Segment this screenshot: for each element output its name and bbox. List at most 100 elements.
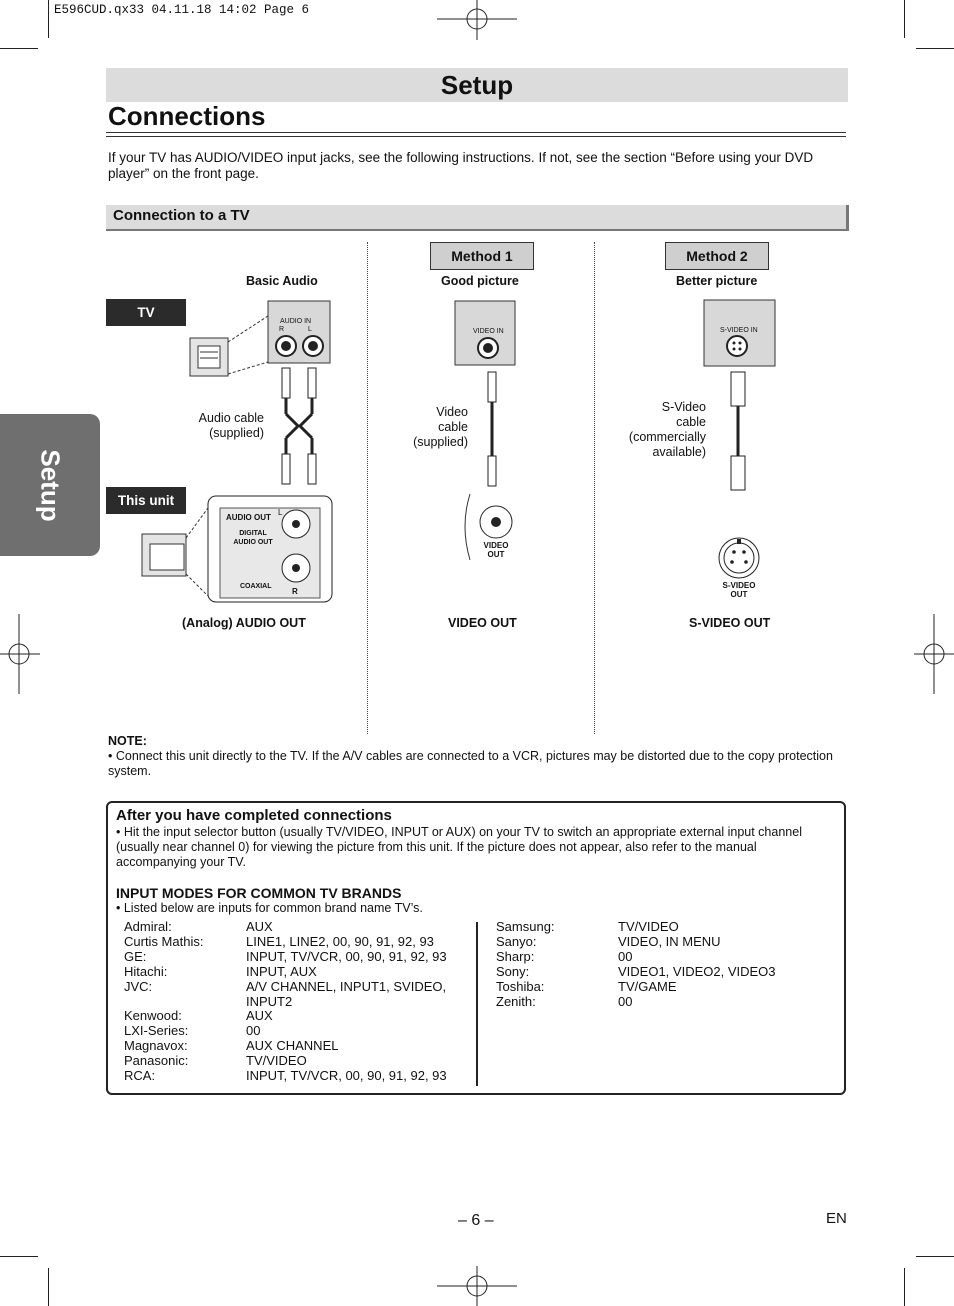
brand-input: LINE1, LINE2, 00, 90, 91, 92, 93	[246, 934, 434, 949]
audio-in-l-label: L	[308, 326, 312, 333]
tv-label: TV	[106, 299, 186, 326]
coaxial-label: COAXIAL	[240, 583, 272, 590]
brand-column-divider	[476, 922, 478, 1086]
method1-badge: Method 1	[430, 242, 534, 270]
brand-name: Sanyo:	[496, 934, 537, 949]
section-title: Connections	[108, 101, 266, 131]
audio-connection-diagram	[141, 300, 333, 603]
column-divider	[367, 242, 368, 734]
brand-row: GE: INPUT, TV/VCR, 00, 90, 91, 92, 93	[124, 949, 447, 964]
column-divider	[594, 242, 595, 734]
brand-name: RCA:	[124, 1068, 156, 1083]
crop-mark	[916, 48, 954, 49]
video-connection-diagram	[454, 300, 516, 561]
video-out-jack-label: VIDEO OUT	[483, 541, 509, 559]
brand-name: Hitachi:	[124, 964, 168, 979]
audio-cable-label: Audio cable (supplied)	[198, 411, 264, 440]
brand-input: AUX	[246, 919, 273, 934]
svideo-out-jack-label: S-VIDEO OUT	[722, 581, 756, 599]
input-modes-text: • Listed below are inputs for common bra…	[116, 901, 423, 915]
brand-name: Sony:	[496, 964, 530, 979]
brand-name	[124, 994, 246, 1009]
brand-name: JVC:	[124, 979, 153, 994]
crop-mark	[916, 1256, 954, 1257]
brand-row: Toshiba:TV/GAME	[496, 979, 677, 994]
brand-row: Admiral:AUX	[124, 919, 273, 934]
svideo-cable-label: S-Video cable (commercially available)	[628, 400, 706, 459]
brand-row: Magnavox: AUX CHANNEL	[124, 1038, 338, 1053]
side-tab-label-wrap: Setup	[0, 414, 100, 556]
brand-name: Kenwood:	[124, 1008, 182, 1023]
brand-row: Zenith:00	[496, 994, 632, 1009]
after-heading: After you have completed connections	[116, 807, 392, 824]
svideo-connection-diagram	[703, 299, 776, 579]
brand-input: A/V CHANNEL, INPUT1, SVIDEO,	[246, 979, 447, 994]
crop-mark	[48, 1268, 49, 1306]
brand-input: INPUT2	[246, 994, 293, 1009]
intro-text: If your TV has AUDIO/VIDEO input jacks, …	[108, 150, 814, 181]
brand-input: AUX CHANNEL	[246, 1038, 339, 1053]
brand-name: Curtis Mathis:	[124, 934, 204, 949]
registration-mark-icon	[437, 0, 517, 40]
page-number: – 6 –	[458, 1212, 494, 1229]
svideo-out-label: S-VIDEO OUT	[689, 616, 771, 630]
brand-input: TV/VIDEO	[246, 1053, 307, 1068]
brand-name: LXI-Series:	[124, 1023, 189, 1038]
brand-name: Panasonic:	[124, 1053, 189, 1068]
brand-input: INPUT, AUX	[246, 964, 317, 979]
brand-name: Magnavox:	[124, 1038, 188, 1053]
after-connections-box	[106, 801, 846, 1095]
brand-input: INPUT, TV/VCR, 00, 90, 91, 92, 93	[246, 1068, 447, 1083]
brand-name: Samsung:	[496, 919, 555, 934]
note-text: • Connect this unit directly to the TV. …	[108, 749, 833, 778]
brand-row: Sanyo:VIDEO, IN MENU	[496, 934, 721, 949]
basic-audio-label: Basic Audio	[246, 274, 318, 288]
side-tab	[0, 414, 100, 556]
registration-mark-icon	[437, 1266, 517, 1306]
brand-input: INPUT, TV/VCR, 00, 90, 91, 92, 93	[246, 949, 447, 964]
page-title: Setup	[440, 70, 514, 100]
language-code: EN	[826, 1210, 847, 1227]
brand-input: 00	[618, 994, 633, 1009]
digital-audio-out-label: DIGITAL AUDIO OUT	[233, 530, 273, 546]
brand-row: JVC: A/V CHANNEL, INPUT1, SVIDEO,	[124, 979, 446, 994]
brand-input: VIDEO1, VIDEO2, VIDEO3	[618, 964, 776, 979]
audio-in-r-label: R	[279, 326, 285, 333]
svideo-in-label: S-VIDEO IN	[720, 327, 758, 334]
brand-input: TV/GAME	[618, 979, 677, 994]
this-unit-label: This unit	[106, 487, 186, 514]
subsection-bar	[106, 205, 849, 231]
brand-input: TV/VIDEO	[618, 919, 679, 934]
brand-row: Kenwood: AUX	[124, 1008, 273, 1023]
crop-mark	[0, 48, 38, 49]
video-out-label: VIDEO OUT	[448, 616, 517, 630]
header-band	[106, 68, 848, 102]
brand-row: Curtis Mathis: LINE1, LINE2, 00, 90, 91, …	[124, 934, 434, 949]
brand-input: AUX	[246, 1008, 273, 1023]
brand-row: Sharp: 00	[496, 949, 632, 964]
audio-out-jack-label: AUDIO OUT	[226, 513, 271, 522]
brand-name: Sharp:	[496, 949, 535, 964]
video-cable-label: Video cable (supplied)	[413, 405, 468, 449]
unit-l-label: L	[278, 508, 283, 517]
audio-in-label: AUDIO IN	[280, 318, 312, 325]
file-header: E596CUD.qx33 04.11.18 14:02 Page 6	[54, 3, 310, 17]
note-heading: NOTE:	[108, 734, 147, 748]
brand-row: Panasonic: TV/VIDEO	[124, 1053, 307, 1068]
input-modes-heading: INPUT MODES FOR COMMON TV BRANDS	[116, 885, 402, 901]
brand-input: 00	[618, 949, 633, 964]
unit-r-label: R	[292, 587, 298, 596]
better-picture-label: Better picture	[676, 274, 758, 288]
brand-row: LXI-Series: 00	[124, 1023, 260, 1038]
brand-row: Hitachi: INPUT, AUX	[124, 964, 317, 979]
brand-name: GE:	[124, 949, 147, 964]
crop-mark	[0, 1256, 38, 1257]
brand-row: INPUT2	[124, 994, 292, 1009]
crop-mark	[904, 1268, 905, 1306]
side-tab-label: Setup	[35, 448, 66, 522]
brand-input: 00	[246, 1023, 261, 1038]
registration-mark-icon	[914, 614, 954, 694]
analog-audio-out-label: (Analog) AUDIO OUT	[182, 616, 306, 630]
divider	[106, 136, 846, 137]
brand-row: Sony: VIDEO1, VIDEO2, VIDEO3	[496, 964, 776, 979]
